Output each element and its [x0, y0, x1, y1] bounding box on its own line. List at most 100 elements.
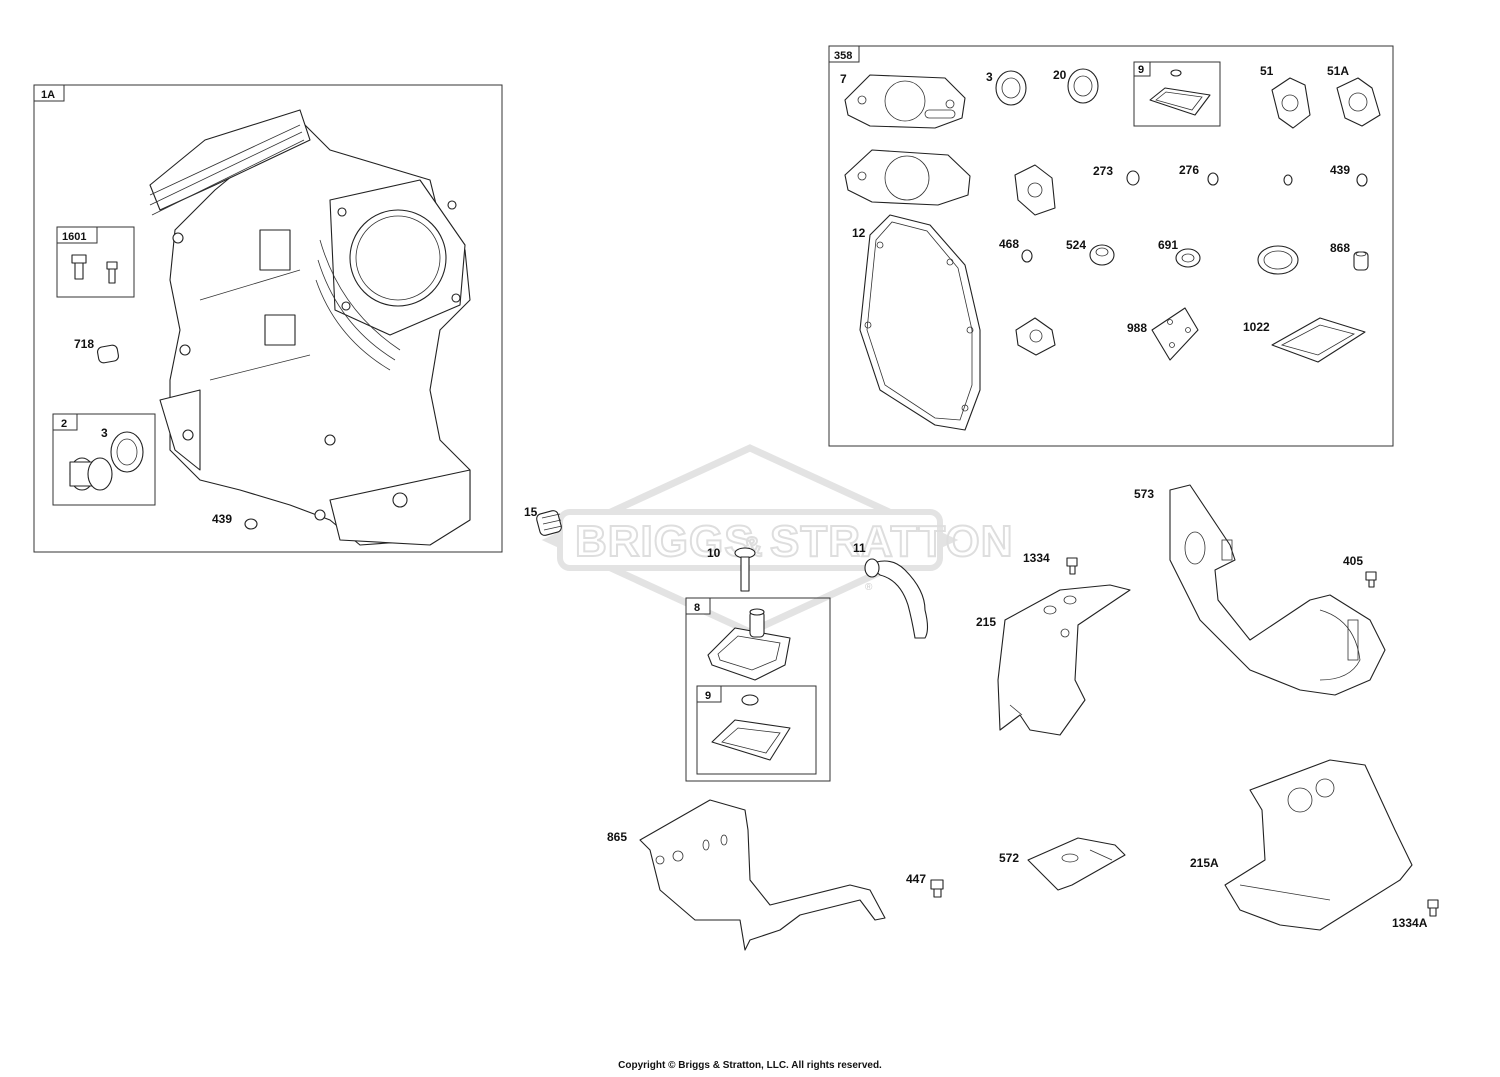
- callout-273: 273: [1093, 164, 1113, 178]
- breather-15-part[interactable]: [536, 510, 563, 537]
- callout-12: 12: [852, 226, 866, 240]
- callout-15: 15: [524, 505, 538, 519]
- box-9-sub-tag: [696, 685, 722, 703]
- callout-1334: 1334: [1023, 551, 1050, 565]
- oil-seal-3-kit-part[interactable]: [995, 70, 1027, 106]
- screw-10-part[interactable]: [734, 547, 756, 592]
- callout-1022: 1022: [1243, 320, 1270, 334]
- oil-seal-20-part[interactable]: [1067, 68, 1099, 104]
- callout-439-block: 439: [212, 512, 232, 526]
- callout-10: 10: [707, 546, 721, 560]
- callout-691: 691: [1158, 238, 1178, 252]
- washer-273-part[interactable]: [1126, 170, 1140, 186]
- callout-3-box2: 3: [101, 426, 108, 440]
- callout-447: 447: [906, 872, 926, 886]
- washer-small-part[interactable]: [1283, 174, 1293, 186]
- bracket-865-part[interactable]: [639, 799, 886, 951]
- watermark-brand-left: BRIGGS: [575, 517, 755, 566]
- callout-468: 468: [999, 237, 1019, 251]
- valve-cover-gasket-9-kit-part[interactable]: [1149, 69, 1211, 116]
- box-label-9-kit: 9: [1138, 64, 1144, 76]
- seal-691-part[interactable]: [1175, 248, 1201, 268]
- callout-439-kit: 439: [1330, 163, 1350, 177]
- washer-468-part[interactable]: [1021, 249, 1033, 263]
- callout-51A: 51A: [1327, 64, 1349, 78]
- bearing-2-part[interactable]: [69, 457, 113, 491]
- box-label-8: 8: [694, 602, 700, 614]
- callout-405: 405: [1343, 554, 1363, 568]
- box-2-frame: [52, 413, 156, 506]
- shield-215A-part[interactable]: [1224, 759, 1413, 931]
- callout-3-gasket-set: 3: [986, 70, 993, 84]
- exhaust-gasket-part[interactable]: [1014, 164, 1056, 216]
- box-1A-frame: [33, 84, 503, 553]
- gasket-51A-part[interactable]: [1336, 77, 1381, 127]
- callout-524: 524: [1066, 238, 1086, 252]
- box-8-breather-cover: 8 9: [685, 597, 831, 782]
- callout-51: 51: [1260, 64, 1274, 78]
- callout-868: 868: [1330, 241, 1350, 255]
- callout-865: 865: [607, 830, 627, 844]
- crankcase-gasket-12-part[interactable]: [859, 214, 981, 431]
- bolt-set-1601-part[interactable]: [71, 254, 118, 284]
- washer-276-part[interactable]: [1207, 172, 1219, 186]
- dowel-pin-718-part[interactable]: [97, 344, 119, 364]
- shield-215-part[interactable]: [997, 584, 1131, 736]
- box-label-9-sub: 9: [705, 690, 711, 702]
- brand-watermark: BRIGGS & STRATTON ®: [541, 444, 1013, 636]
- breather-cover-8-part[interactable]: [707, 608, 791, 681]
- box-label-1A: 1A: [41, 89, 55, 101]
- screw-447-part[interactable]: [930, 879, 944, 898]
- valve-seal-868-part[interactable]: [1353, 251, 1369, 271]
- box-label-358: 358: [834, 50, 852, 62]
- box-1601-tag: [56, 226, 98, 244]
- box-label-2: 2: [61, 418, 67, 430]
- screw-405-part[interactable]: [1365, 571, 1377, 588]
- o-ring-large-part[interactable]: [1257, 245, 1299, 275]
- shroud-573-part[interactable]: [1169, 484, 1386, 696]
- callout-572: 572: [999, 851, 1019, 865]
- box-9-kit-frame: [1133, 61, 1221, 127]
- gasket-51-part[interactable]: [1271, 77, 1311, 129]
- callout-7: 7: [840, 72, 847, 86]
- callout-1334A: 1334A: [1392, 916, 1428, 930]
- breather-tube-11-part[interactable]: [864, 558, 929, 639]
- watermark-brand-right: STRATTON: [770, 517, 1013, 566]
- box-358-tag: [828, 45, 860, 63]
- watermark-registered: ®: [865, 582, 873, 593]
- washer-439-kit-part[interactable]: [1356, 173, 1368, 187]
- box-2-tag: [52, 413, 78, 431]
- callout-20: 20: [1053, 68, 1067, 82]
- carburetor-gasket-part[interactable]: [1015, 317, 1056, 356]
- box-9-kit-tag: [1133, 61, 1151, 77]
- callout-215A: 215A: [1190, 856, 1219, 870]
- washer-439-part[interactable]: [244, 518, 258, 530]
- callout-11: 11: [853, 541, 866, 555]
- gasket-988-part[interactable]: [1151, 307, 1199, 361]
- box-8-frame: [685, 597, 831, 782]
- box-9-sub-frame: [696, 685, 817, 775]
- copyright-notice: Copyright © Briggs & Stratton, LLC. All …: [618, 1060, 882, 1071]
- box-358-frame: [828, 45, 1394, 447]
- gasket-1022-part[interactable]: [1271, 317, 1366, 363]
- cylinder-block-part[interactable]: [149, 109, 471, 546]
- box-1A-cylinder-assembly: 1A: [33, 84, 503, 553]
- callout-215: 215: [976, 615, 996, 629]
- breather-gasket-9-part[interactable]: [711, 694, 791, 761]
- callout-718: 718: [74, 337, 94, 351]
- box-label-1601: 1601: [62, 231, 86, 243]
- oil-seal-3-part[interactable]: [110, 431, 144, 473]
- bracket-572-part[interactable]: [1027, 837, 1126, 891]
- callout-573: 573: [1134, 487, 1154, 501]
- box-8-tag: [685, 597, 711, 615]
- screw-1334-part[interactable]: [1066, 557, 1078, 575]
- callout-988: 988: [1127, 321, 1147, 335]
- box-1A-tag: [33, 84, 65, 102]
- callout-276: 276: [1179, 163, 1199, 177]
- head-gasket-7-part[interactable]: [844, 74, 966, 129]
- grommet-524-part[interactable]: [1089, 244, 1115, 266]
- box-358-gasket-set: 358 7 3 20 9 51: [828, 45, 1394, 447]
- screw-1334A-part[interactable]: [1427, 899, 1439, 917]
- cylinder-head-gasket-alt-part[interactable]: [844, 149, 971, 206]
